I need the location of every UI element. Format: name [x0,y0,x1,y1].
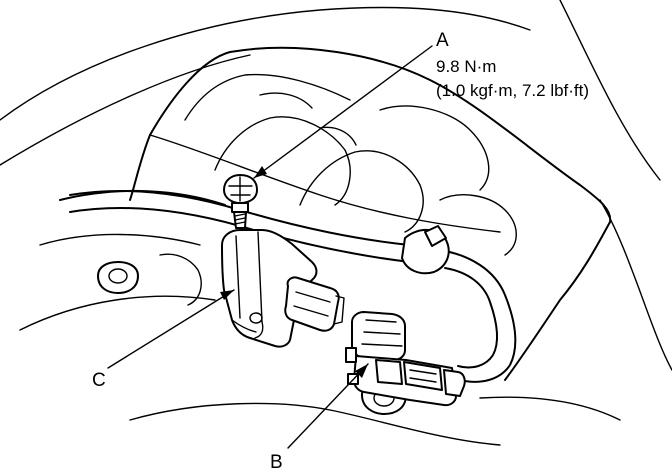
leader-c [107,289,235,369]
wire-harness [69,189,517,383]
connector-b [345,311,466,407]
torque-spec-metric: 9.8 N·m [436,57,496,76]
callout-c-letter: C [92,370,106,391]
leader-a [253,45,433,179]
callout-a-letter: A [436,30,449,51]
callout-b-letter: B [270,452,283,473]
sensor-c [221,229,345,348]
leader-b [287,363,369,449]
torque-spec-imperial: (1.0 kgf·m, 7.2 lbf·ft) [436,81,589,100]
intake-manifold [129,46,612,381]
mounting-boss-left [97,261,139,294]
bolt-a [223,174,258,229]
